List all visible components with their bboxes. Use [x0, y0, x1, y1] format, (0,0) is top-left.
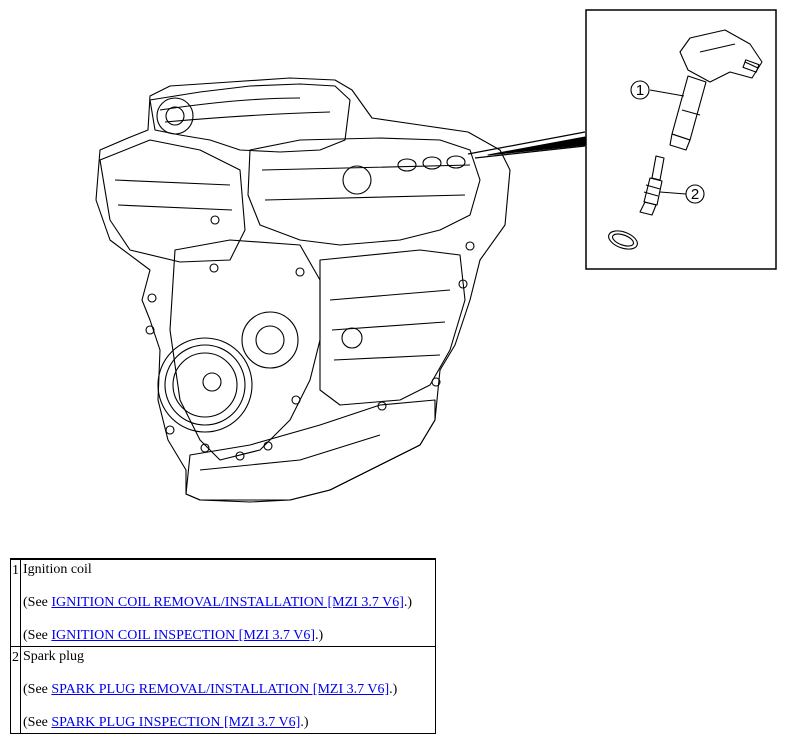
gasket-ring-drawing [608, 230, 638, 250]
crank-pulley [157, 337, 253, 433]
valve-cover [247, 137, 481, 246]
part-number: 1 [10, 558, 21, 647]
ignition-coil-inspection-link[interactable]: IGNITION COIL INSPECTION [MZI 3.7 V6] [51, 628, 316, 643]
spark-plug-inspection-link[interactable]: SPARK PLUG INSPECTION [MZI 3.7 V6] [51, 715, 301, 730]
engine-illustration: 1 2 [95, 9, 777, 503]
part-cell: Ignition coil (See IGNITION COIL REMOVAL… [20, 558, 436, 647]
callout-2-leader [659, 191, 687, 195]
ignition-coil-removal-link[interactable]: IGNITION COIL REMOVAL/INSTALLATION [MZI … [51, 595, 404, 610]
callout-leader [467, 131, 586, 159]
timing-cover [169, 239, 321, 461]
engine-diagram: 1 2 [95, 9, 777, 503]
callout-1-leader [649, 89, 685, 97]
part-cell: Spark plug (See SPARK PLUG REMOVAL/INSTA… [20, 646, 436, 734]
bolt-heads [145, 215, 475, 461]
reference-line: (See IGNITION COIL INSPECTION [MZI 3.7 V… [23, 628, 324, 643]
ignition-coil-drawing [669, 29, 763, 151]
callout-1-number: 1 [636, 82, 644, 99]
oil-pan [185, 399, 436, 501]
detail-inset-frame [585, 9, 777, 270]
table-row: 2 Spark plug (See SPARK PLUG REMOVAL/INS… [10, 646, 436, 734]
part-name: Ignition coil [23, 562, 92, 577]
part-number: 2 [10, 646, 21, 734]
spark-plug-drawing [639, 155, 665, 216]
reference-line: (See SPARK PLUG REMOVAL/INSTALLATION [MZ… [23, 682, 398, 697]
table-row: 1 Ignition coil (See IGNITION COIL REMOV… [10, 558, 436, 647]
part-name: Spark plug [23, 649, 85, 664]
reference-line: (See SPARK PLUG INSPECTION [MZI 3.7 V6].… [23, 715, 309, 730]
callout-2-circle [685, 184, 705, 204]
callout-2-number: 2 [691, 186, 699, 203]
parts-table: 1 Ignition coil (See IGNITION COIL REMOV… [10, 558, 436, 734]
callout-1-circle [630, 80, 650, 100]
spark-plug-removal-link[interactable]: SPARK PLUG REMOVAL/INSTALLATION [MZI 3.7… [51, 682, 390, 697]
reference-line: (See IGNITION COIL REMOVAL/INSTALLATION … [23, 595, 413, 610]
intake-manifold [149, 83, 351, 153]
